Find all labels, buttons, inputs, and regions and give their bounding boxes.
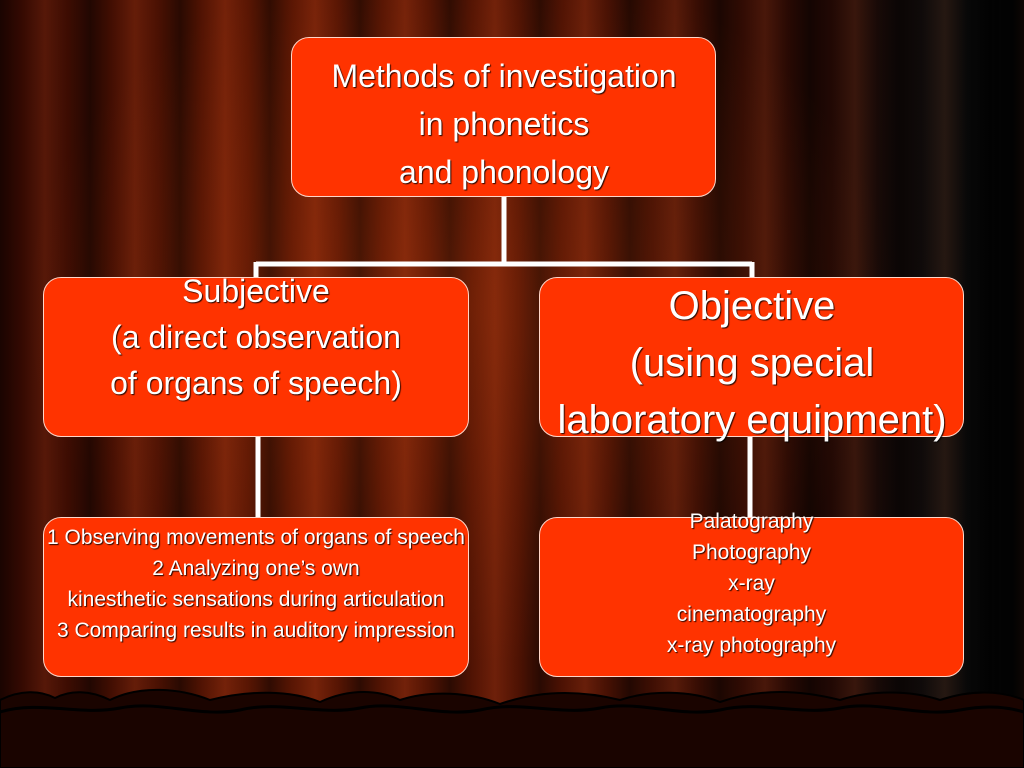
subjective-methods-list: 1 Observing movements of organs of speec… (47, 526, 465, 642)
objective-box (539, 277, 964, 437)
root-title: Methods of investigation in phonetics an… (331, 58, 677, 190)
subjective-methods-box (43, 517, 469, 677)
objective-methods-list: Palatography Photography x-ray cinematog… (666, 510, 837, 657)
subjective-box (43, 277, 469, 437)
objective-title: Objective (using special laboratory equi… (557, 284, 947, 442)
subjective-title: Subjective (a direct observation of orga… (110, 273, 402, 401)
objective-methods-box (539, 517, 964, 677)
root-box (291, 37, 716, 197)
